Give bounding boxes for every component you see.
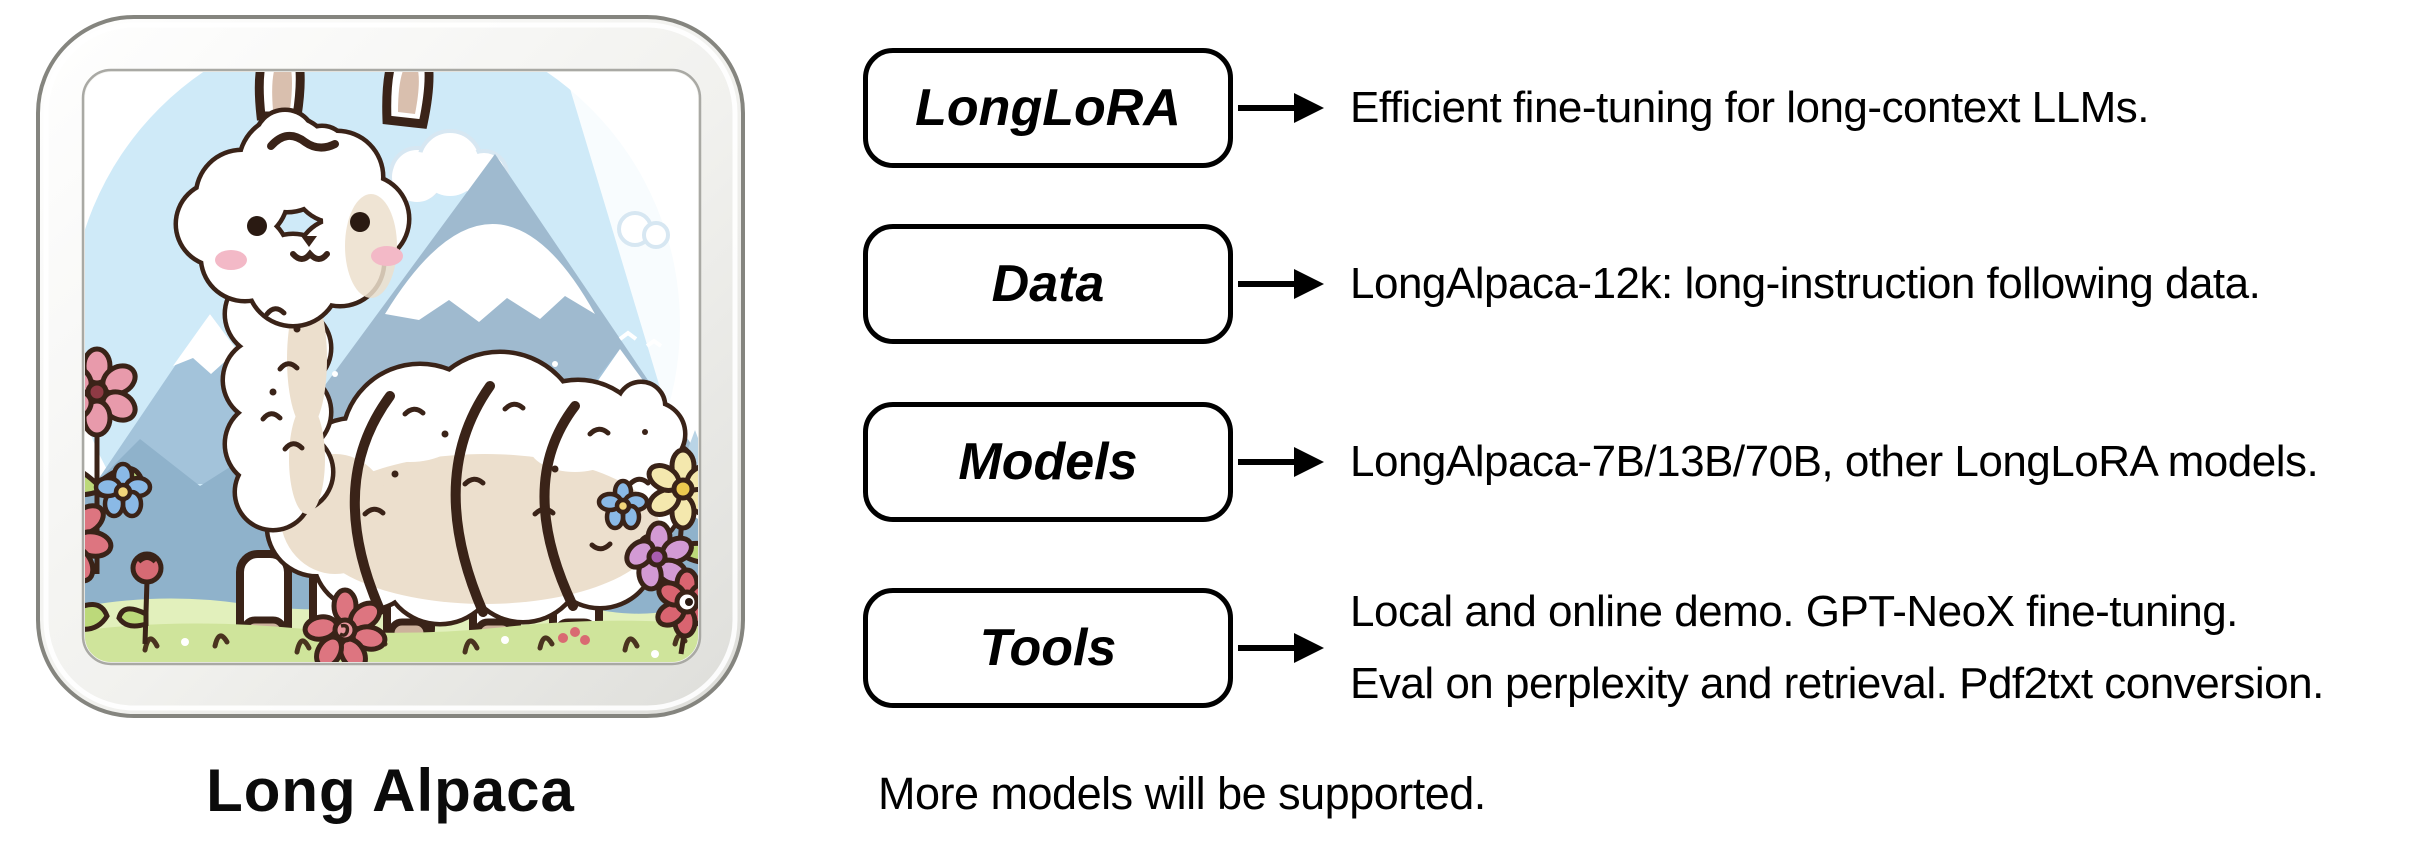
icon-caption: Long Alpaca [206, 757, 575, 824]
long-alpaca-app-icon [35, 14, 746, 719]
desc-line: LongAlpaca-12k: long-instruction followi… [1350, 259, 2261, 308]
long-alpaca-illustration [36, 15, 745, 718]
box-longlora: LongLoRA [863, 48, 1233, 168]
arrow-icon [1238, 447, 1324, 477]
desc-line: Efficient fine-tuning for long-context L… [1350, 83, 2149, 132]
desc-data: LongAlpaca-12k: long-instruction followi… [1350, 248, 2261, 320]
desc-tools: Local and online demo. GPT-NeoX fine-tun… [1350, 576, 2324, 720]
box-tools-label: Tools [979, 619, 1117, 677]
box-data-label: Data [991, 255, 1105, 313]
box-models: Models [863, 402, 1233, 522]
arrow-icon [1238, 269, 1324, 299]
box-models-label: Models [958, 433, 1138, 491]
arrow-icon [1238, 633, 1324, 663]
footnote: More models will be supported. [878, 768, 1486, 819]
desc-line: LongAlpaca-7B/13B/70B, other LongLoRA mo… [1350, 437, 2319, 486]
desc-models: LongAlpaca-7B/13B/70B, other LongLoRA mo… [1350, 426, 2319, 498]
box-tools: Tools [863, 588, 1233, 708]
box-data: Data [863, 224, 1233, 344]
desc-longlora: Efficient fine-tuning for long-context L… [1350, 72, 2149, 144]
arrow-icon [1238, 93, 1324, 123]
box-longlora-label: LongLoRA [915, 79, 1181, 137]
desc-line: Local and online demo. GPT-NeoX fine-tun… [1350, 587, 2238, 636]
desc-line: Eval on perplexity and retrieval. Pdf2tx… [1350, 659, 2324, 708]
